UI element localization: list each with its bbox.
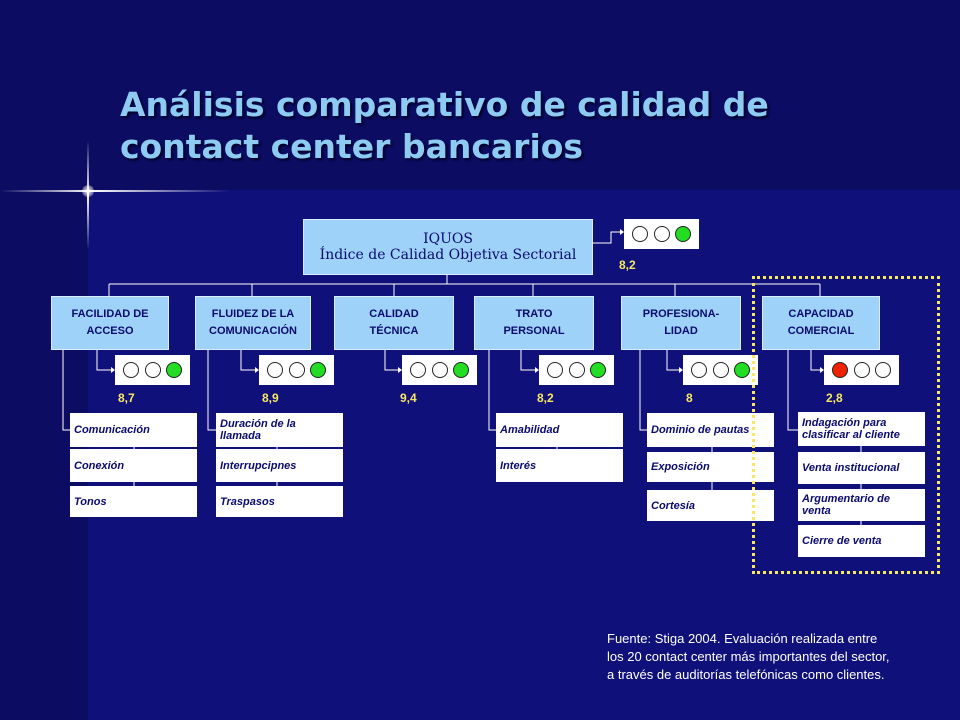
- category-label-line1: FACILIDAD DE: [71, 308, 149, 320]
- slide-title: Análisis comparativo de calidad de conta…: [120, 84, 769, 168]
- source-line-2: los 20 contact center más importantes de…: [607, 649, 890, 664]
- criterion-item: Tonos: [70, 486, 197, 517]
- criterion-item: Traspasos: [216, 486, 343, 517]
- criterion-item: Comunicación: [70, 413, 197, 447]
- light-off-icon: [874, 362, 891, 378]
- calidad-traffic-light: [402, 355, 477, 385]
- source-note: Fuente: Stiga 2004. Evaluación realizada…: [607, 630, 890, 684]
- category-label-line2: ACCESO: [86, 325, 134, 337]
- header-band: [0, 0, 960, 190]
- fluidez-score: 8,9: [262, 391, 279, 405]
- calidad-score: 9,4: [400, 391, 417, 405]
- iquos-subtitle: Índice de Calidad Objetiva Sectorial: [319, 247, 577, 263]
- light-red-icon: [832, 362, 849, 378]
- title-line-2: contact center bancarios: [120, 127, 584, 166]
- criterion-item: Interés: [496, 449, 623, 482]
- iquos-title: IQUOS: [423, 231, 473, 247]
- light-off-icon: [632, 226, 649, 242]
- category-calidad-tecnica: CALIDAD TÉCNICA: [334, 296, 454, 350]
- light-off-icon: [653, 226, 670, 242]
- light-off-icon: [288, 362, 305, 378]
- category-capacidad-comercial: CAPACIDAD COMERCIAL: [762, 296, 880, 350]
- light-off-icon: [123, 362, 140, 378]
- capacidad-score: 2,8: [826, 391, 843, 405]
- source-line-3: a través de auditorías telefónicas como …: [607, 667, 885, 682]
- light-green-icon: [309, 362, 326, 378]
- trato-traffic-light: [539, 355, 614, 385]
- capacidad-traffic-light: [824, 355, 899, 385]
- category-facilidad-acceso: FACILIDAD DE ACCESO: [51, 296, 169, 350]
- iquos-traffic-light: [624, 219, 699, 249]
- category-label-line1: CAPACIDAD: [788, 308, 854, 320]
- fluidez-traffic-light: [259, 355, 334, 385]
- criterion-item: Amabilidad: [496, 413, 623, 447]
- category-label-line1: CALIDAD: [369, 308, 419, 320]
- category-fluidez-comunicacion: FLUIDEZ DE LA COMUNICACIÓN: [195, 296, 311, 350]
- iquos-score: 8,2: [619, 258, 636, 272]
- light-off-icon: [712, 362, 729, 378]
- light-off-icon: [431, 362, 448, 378]
- profesionalidad-score: 8: [686, 391, 693, 405]
- light-off-icon: [691, 362, 708, 378]
- criterion-item: Conexión: [70, 449, 197, 482]
- facilidad-traffic-light: [115, 355, 190, 385]
- category-label-line2: LIDAD: [664, 325, 698, 337]
- category-label-line2: TÉCNICA: [369, 325, 419, 337]
- criterion-item: Indagación para clasificar al cliente: [798, 412, 925, 446]
- light-green-icon: [674, 226, 691, 242]
- category-label-line1: FLUIDEZ DE LA: [211, 308, 295, 320]
- light-off-icon: [144, 362, 161, 378]
- light-off-icon: [547, 362, 564, 378]
- criterion-item: Cierre de venta: [798, 525, 925, 557]
- trato-score: 8,2: [537, 391, 554, 405]
- category-label-line2: COMUNICACIÓN: [209, 325, 297, 337]
- light-off-icon: [568, 362, 585, 378]
- category-label-line2: PERSONAL: [503, 325, 565, 337]
- category-label-line2: COMERCIAL: [787, 325, 855, 337]
- lens-flare: [0, 190, 230, 192]
- facilidad-score: 8,7: [118, 391, 135, 405]
- light-off-icon: [410, 362, 427, 378]
- light-green-icon: [452, 362, 469, 378]
- highlight-frame: [752, 276, 940, 574]
- light-off-icon: [853, 362, 870, 378]
- criterion-item: Duración de la llamada: [216, 413, 343, 447]
- light-off-icon: [267, 362, 284, 378]
- light-green-icon: [733, 362, 750, 378]
- light-green-icon: [165, 362, 182, 378]
- category-profesionalidad: PROFESIONA- LIDAD: [621, 296, 741, 350]
- title-line-1: Análisis comparativo de calidad de: [120, 85, 769, 124]
- criterion-item: Venta institucional: [798, 452, 925, 484]
- criterion-item: Argumentario de venta: [798, 489, 925, 521]
- profesionalidad-traffic-light: [683, 355, 758, 385]
- lens-flare-core: [82, 185, 94, 197]
- category-label-line1: PROFESIONA-: [642, 308, 720, 320]
- source-line-1: Fuente: Stiga 2004. Evaluación realizada…: [607, 631, 878, 646]
- light-green-icon: [589, 362, 606, 378]
- category-label-line1: TRATO: [515, 308, 553, 320]
- category-trato-personal: TRATO PERSONAL: [474, 296, 594, 350]
- iquos-index-box: IQUOS Índice de Calidad Objetiva Sectori…: [303, 219, 593, 275]
- criterion-item: Interrupcipnes: [216, 449, 343, 482]
